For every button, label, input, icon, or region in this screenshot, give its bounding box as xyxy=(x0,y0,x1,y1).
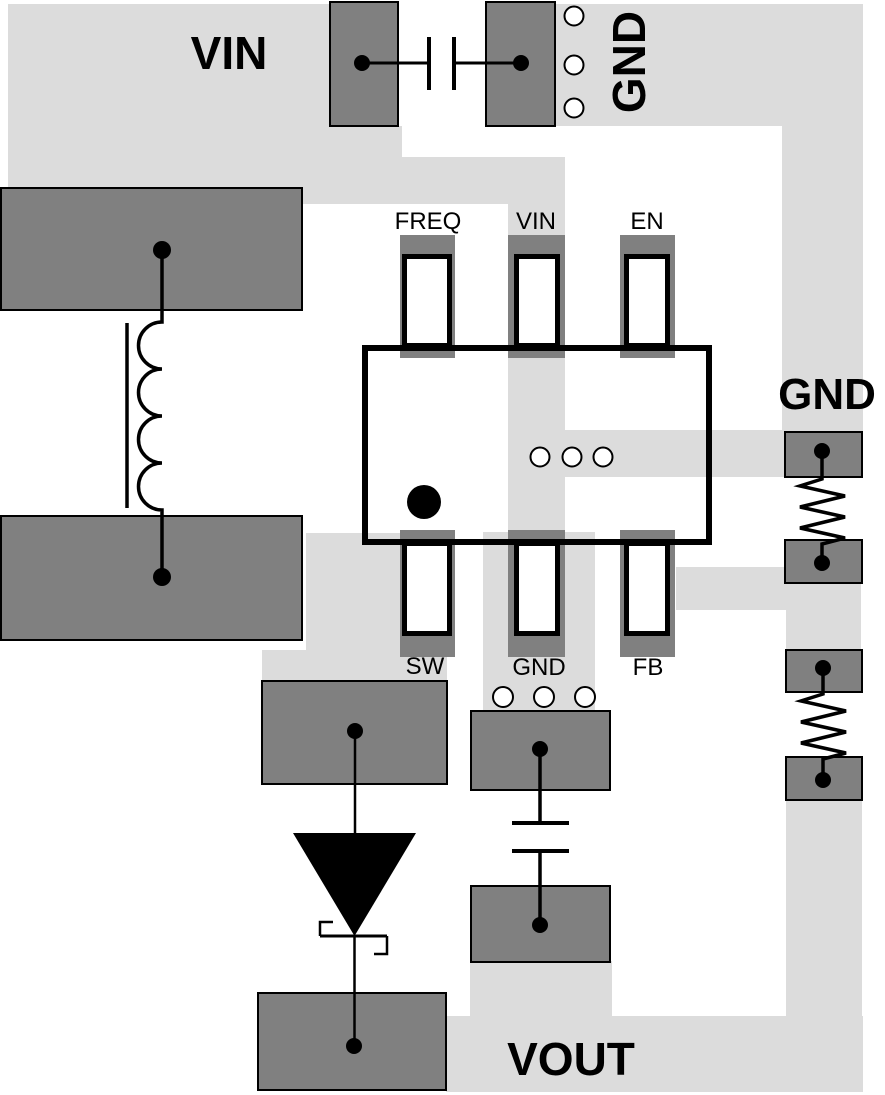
via xyxy=(563,5,585,27)
terminal-dot xyxy=(532,917,548,933)
copper-right-band-upper xyxy=(782,126,863,432)
pin-label-gnd: GND xyxy=(512,654,566,681)
pin-label-en: EN xyxy=(630,208,664,235)
vias xyxy=(492,5,614,708)
gnd-mid-net-label: GND xyxy=(778,370,876,419)
diode-triangle xyxy=(293,833,416,936)
terminal-dot xyxy=(513,55,529,71)
copper-left-block-ext xyxy=(402,157,565,204)
pin-freq-outline xyxy=(402,254,452,348)
schottky-diode-symbol xyxy=(293,723,416,1054)
vin-net-label: VIN xyxy=(190,27,268,79)
terminal-dot xyxy=(347,723,363,739)
copper-right-band-lower xyxy=(786,800,862,1016)
output-capacitor-symbol xyxy=(512,741,569,933)
ic-outline xyxy=(362,254,712,636)
resistor-r2-symbol xyxy=(794,660,847,788)
pin-label-freq: FREQ xyxy=(394,208,462,235)
resistor-r1-symbol xyxy=(793,443,846,571)
terminal-dot xyxy=(153,241,171,259)
terminal-dot xyxy=(815,772,831,788)
terminal-dot xyxy=(815,660,831,676)
terminal-dot xyxy=(814,443,830,459)
diode-schottky-hook-right xyxy=(374,936,389,956)
pin1-marker-dot xyxy=(407,485,441,519)
copper-ic-horizontal-band xyxy=(508,430,785,477)
via xyxy=(592,446,614,468)
terminal-dot xyxy=(814,555,830,571)
copper-gnd-strip-upper xyxy=(508,477,565,532)
via xyxy=(563,54,585,76)
inductor-pad-top xyxy=(0,187,303,311)
via xyxy=(492,686,514,708)
pin-vin-outline xyxy=(514,254,560,348)
pin-fb-outline xyxy=(624,541,670,636)
terminal-dot xyxy=(532,741,548,757)
copper-cout-strip xyxy=(470,961,612,1016)
gnd-input-net-label: GND xyxy=(603,10,655,114)
pin-sw-outline xyxy=(402,541,452,636)
terminal-dot xyxy=(346,1038,362,1054)
inductor-pad-bottom xyxy=(0,515,303,641)
diode-schottky-hook-left xyxy=(318,920,333,936)
terminal-dot xyxy=(354,55,370,71)
pin-en-outline xyxy=(624,254,670,348)
vout-net-label: VOUT xyxy=(507,1033,635,1085)
pin-gnd-outline xyxy=(514,541,560,636)
input-capacitor-symbol xyxy=(354,37,529,90)
via xyxy=(529,446,551,468)
pin-label-sw: SW xyxy=(405,653,445,680)
copper-vout-band xyxy=(446,1016,863,1092)
pin-label-fb: FB xyxy=(632,654,664,681)
via xyxy=(561,446,583,468)
terminal-dot xyxy=(153,568,171,586)
via xyxy=(563,97,585,119)
via xyxy=(574,686,596,708)
via xyxy=(533,686,555,708)
inductor-symbol xyxy=(125,241,171,586)
pin-label-vin: VIN xyxy=(515,208,557,235)
